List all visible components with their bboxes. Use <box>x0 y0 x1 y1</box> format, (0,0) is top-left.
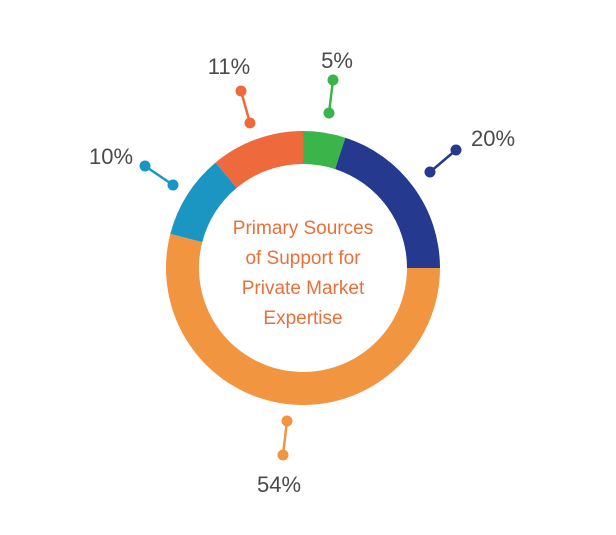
callout-20pct: 20% <box>424 126 515 178</box>
chart-title-line-1: Primary Sources <box>233 218 373 239</box>
chart-title-line-4: Expertise <box>263 308 342 329</box>
data-label-20pct: 20% <box>471 126 515 151</box>
slice-11pct <box>215 131 303 188</box>
callout-dot-outer <box>450 144 462 156</box>
callout-line <box>239 90 252 124</box>
callout-dot-inner <box>323 107 335 119</box>
callout-dot-inner <box>167 179 179 191</box>
data-label-10pct: 10% <box>89 144 133 169</box>
callout-54pct: 54% <box>257 415 301 497</box>
callout-dot-outer <box>235 85 247 97</box>
chart-title-line-3: Private Market <box>242 278 365 299</box>
callout-dot-inner <box>281 415 293 427</box>
callout-5pct: 5% <box>321 48 353 119</box>
callout-11pct: 11% <box>208 54 256 129</box>
slice-20pct <box>335 137 440 268</box>
data-label-54pct: 54% <box>257 472 301 497</box>
callout-line <box>327 79 335 114</box>
callout-dot-outer <box>139 160 151 172</box>
slice-54pct <box>165 233 440 406</box>
data-label-11pct: 11% <box>208 54 250 79</box>
callout-dot-outer <box>327 74 339 86</box>
callout-line <box>281 420 289 456</box>
slice-10pct <box>170 162 237 243</box>
callout-dot-inner <box>424 166 436 178</box>
callout-line <box>429 149 457 173</box>
callout-dot-inner <box>244 117 256 129</box>
slice-5pct <box>303 131 346 170</box>
callouts-layer: 5% 20% 54% 10% 11% <box>89 48 515 497</box>
callout-dot-outer <box>277 449 289 461</box>
callout-10pct: 10% <box>89 144 179 191</box>
chart-title-line-2: of Support for <box>245 248 361 269</box>
callout-line <box>144 164 174 187</box>
data-label-5pct: 5% <box>321 48 353 73</box>
slices-layer <box>165 131 440 406</box>
